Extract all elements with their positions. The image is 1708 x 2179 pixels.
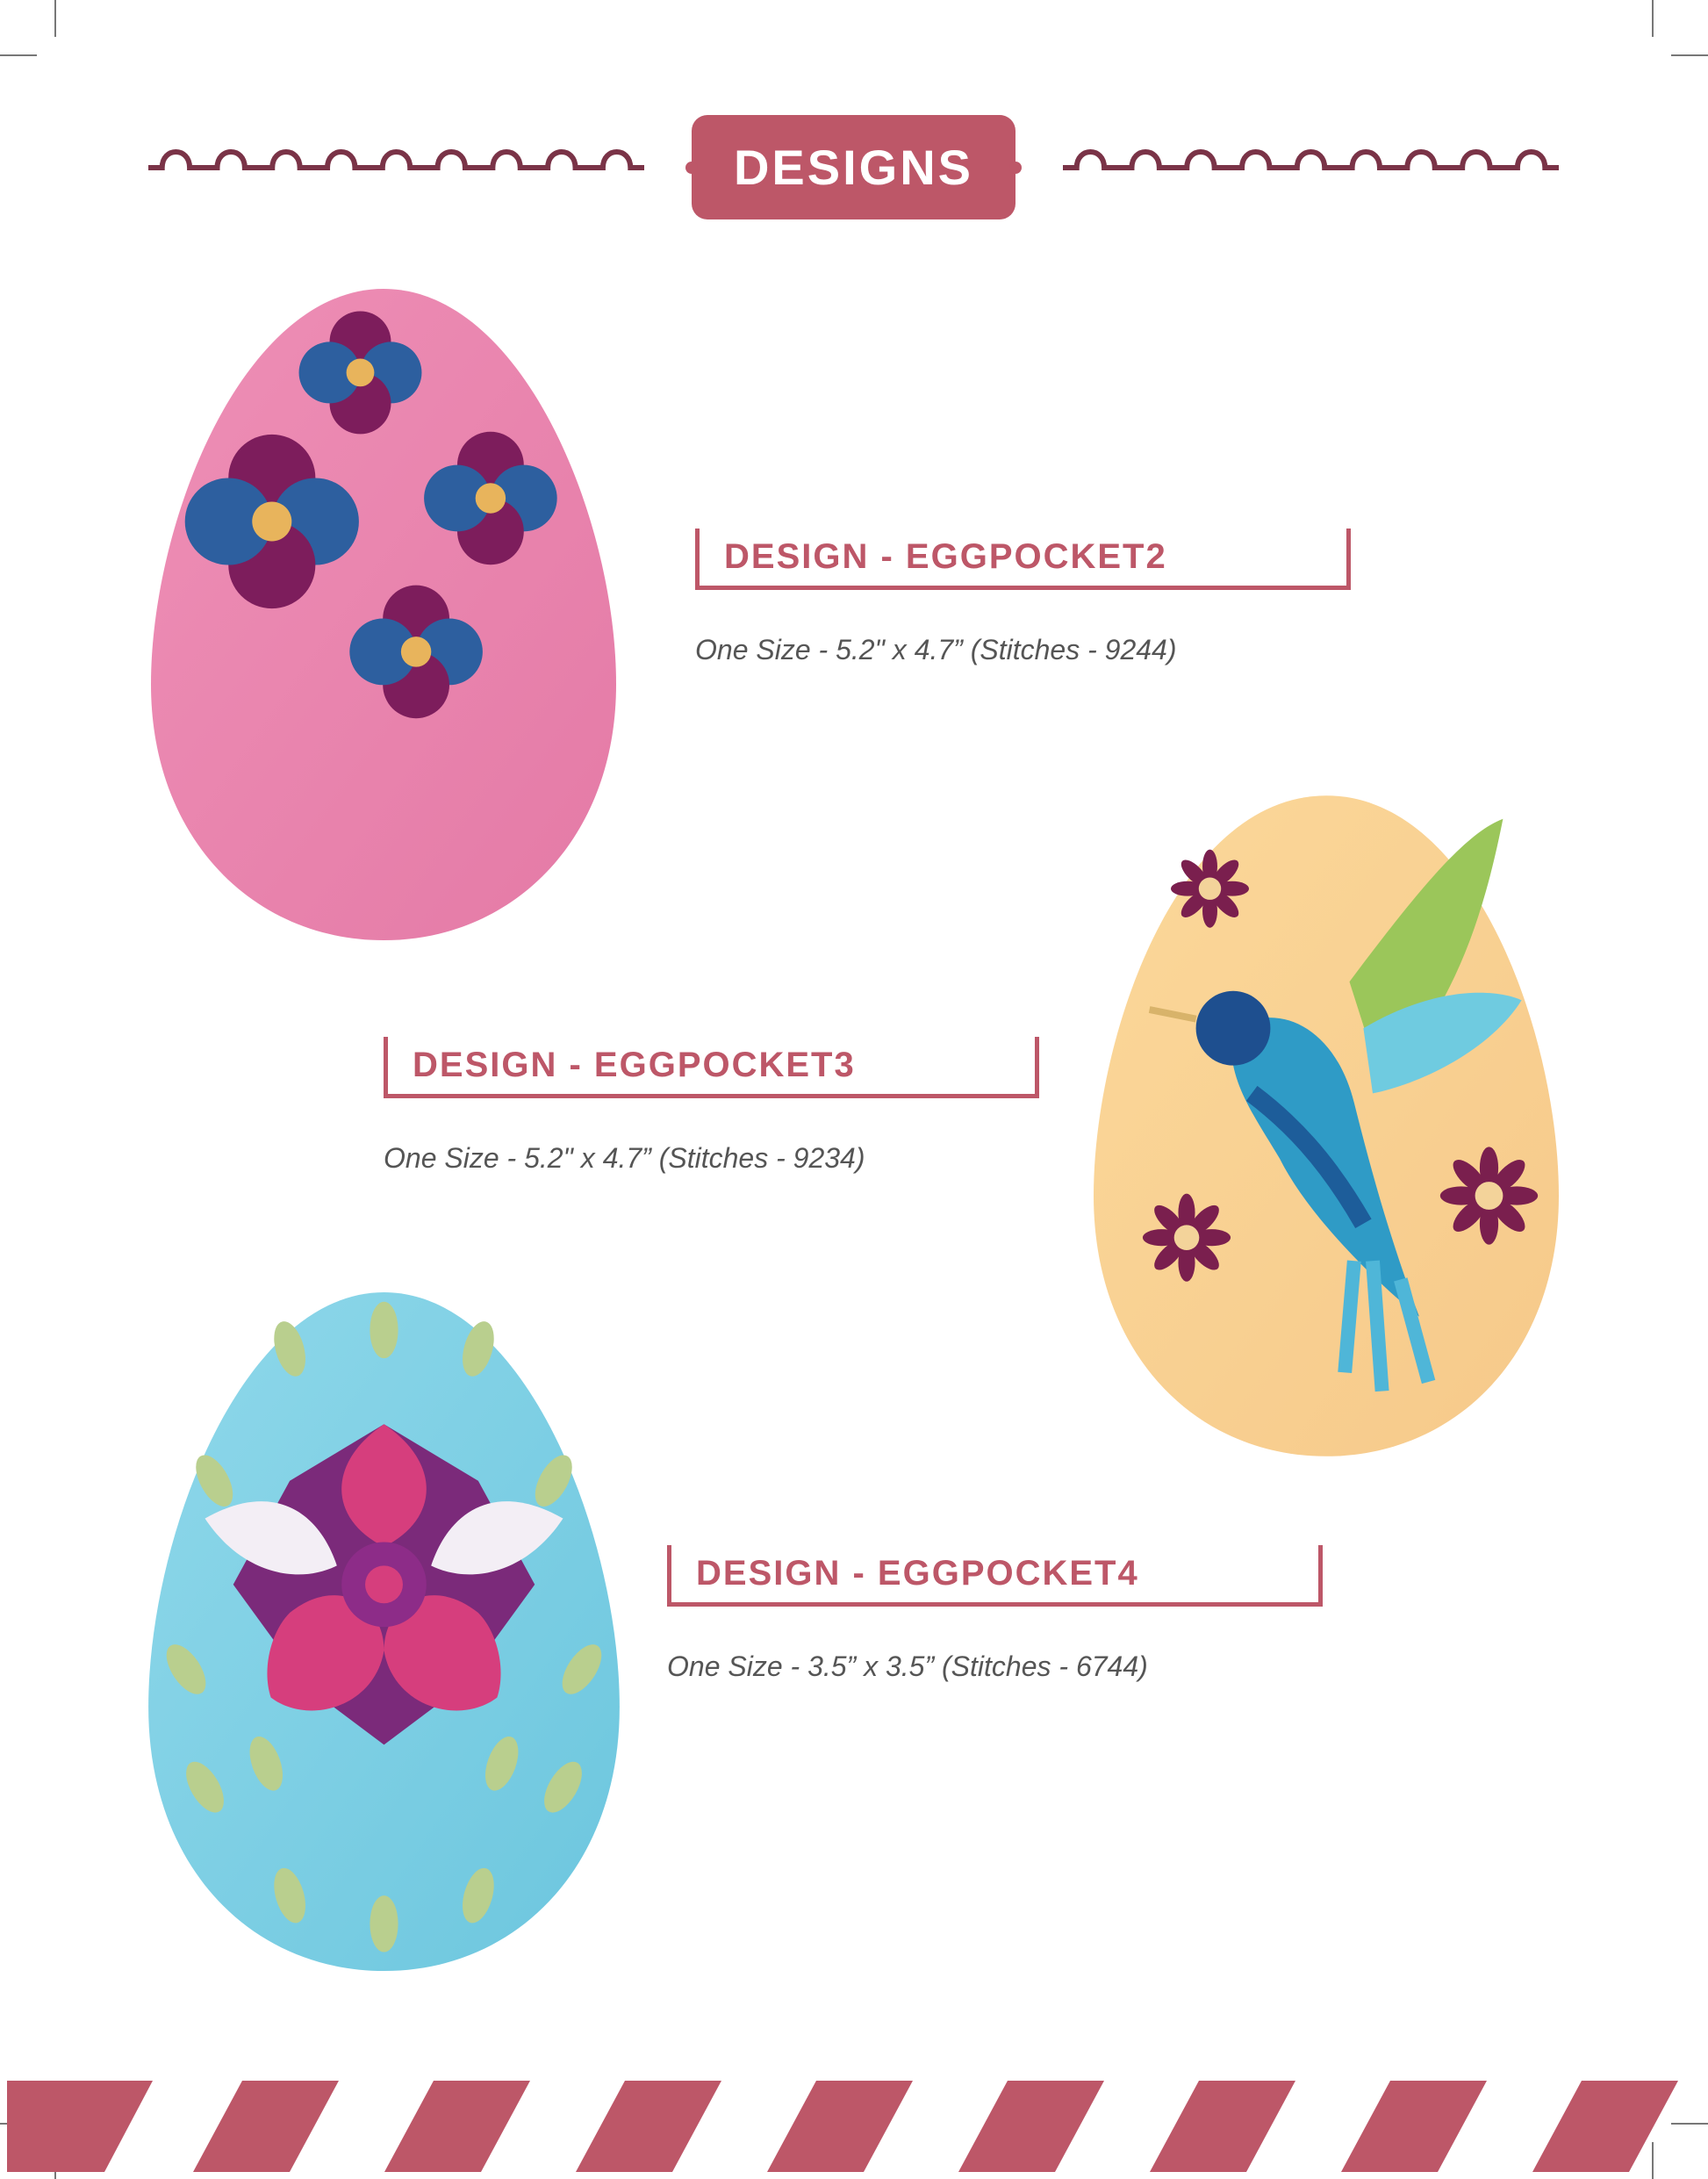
stripe [193, 2081, 339, 2172]
footer-stripe-band [7, 2081, 1678, 2172]
page-title: DESIGNS [692, 115, 1015, 219]
crop-mark [54, 0, 56, 37]
stripe [958, 2081, 1104, 2172]
egg-pocket-4-image [148, 1292, 620, 1971]
leaf-motif [370, 1895, 398, 1952]
flower-motif [1170, 849, 1250, 928]
design-details: One Size - 5.2" x 4.7” (Stitches - 9234) [384, 1142, 865, 1174]
crop-mark [1652, 0, 1654, 37]
leaf-motif [370, 1301, 398, 1359]
flower-motif [349, 585, 483, 719]
leaf-motif [535, 1455, 572, 1507]
stripe [7, 2081, 153, 2172]
flower-motif [424, 431, 557, 565]
design-name: DESIGN - EGGPOCKET4 [696, 1554, 1139, 1593]
crop-mark [1671, 2123, 1708, 2125]
design-name: DESIGN - EGGPOCKET3 [413, 1046, 856, 1084]
leaf-motif [249, 1737, 283, 1791]
egg-pocket-3-image [1094, 795, 1559, 1456]
design-name: DESIGN - EGGPOCKET2 [724, 537, 1167, 576]
flower-motif [298, 311, 422, 435]
leaf-motif [463, 1867, 494, 1924]
stripe [384, 2081, 530, 2172]
leaf-motif [166, 1644, 206, 1694]
stripe [767, 2081, 913, 2172]
leaf-motif [544, 1761, 582, 1813]
design-label-eggpocket4: DESIGN - EGGPOCKET4 [667, 1545, 1323, 1607]
stripe [1532, 2081, 1678, 2172]
flower-motif [1142, 1193, 1231, 1282]
crop-mark [1652, 2142, 1654, 2179]
design-details: One Size - 3.5” x 3.5” (Stitches - 6744) [667, 1650, 1148, 1682]
flower-motif [184, 434, 359, 609]
leaf-motif [274, 1867, 305, 1924]
flower-motif [1439, 1147, 1539, 1245]
stripe [1150, 2081, 1295, 2172]
crop-mark [0, 54, 37, 56]
leaf-motif [484, 1737, 519, 1791]
scallop-line [148, 149, 644, 170]
leaf-motif [274, 1321, 305, 1377]
stripe [576, 2081, 721, 2172]
scallop-line [1063, 149, 1559, 170]
design-label-eggpocket3: DESIGN - EGGPOCKET3 [384, 1037, 1039, 1098]
leaf-motif [463, 1321, 494, 1377]
scallop-divider-left [148, 149, 644, 170]
design-details: One Size - 5.2" x 4.7” (Stitches - 9244) [695, 634, 1177, 665]
design-label-eggpocket2: DESIGN - EGGPOCKET2 [695, 529, 1351, 590]
leaf-motif [196, 1455, 233, 1507]
stripe [1341, 2081, 1487, 2172]
leaf-motif [562, 1644, 602, 1694]
egg-pocket-2-image [151, 289, 616, 940]
crop-mark [1671, 54, 1708, 56]
leaf-motif [186, 1761, 224, 1813]
scallop-divider-right [1063, 149, 1559, 170]
